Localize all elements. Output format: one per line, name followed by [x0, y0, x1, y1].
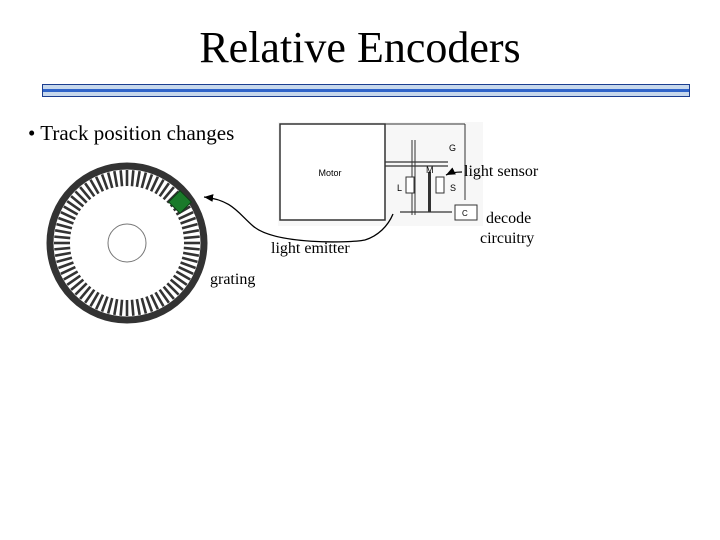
label-l: L — [397, 183, 402, 193]
grating-slot — [154, 291, 165, 307]
grating-slot — [54, 229, 72, 235]
motor-label: Motor — [318, 168, 341, 178]
grating-slot — [166, 282, 180, 296]
label-m: M — [426, 165, 434, 175]
grating-slot — [56, 222, 73, 230]
grating-slot — [169, 278, 184, 291]
grating-slot — [140, 172, 148, 189]
grating-slot — [63, 270, 79, 281]
slide-title: Relative Encoders — [199, 23, 521, 72]
grating-slot — [149, 294, 160, 310]
title-divider — [42, 84, 690, 97]
grating-slot — [162, 186, 175, 201]
grating-slot — [145, 296, 154, 313]
grating-slot — [54, 246, 71, 251]
motor-schematic: Motor G M L S C — [278, 122, 483, 226]
grating-slot — [113, 170, 119, 188]
grating-slot — [70, 278, 85, 291]
grating-slot — [60, 265, 76, 276]
bullet-item: • Track position changes — [28, 119, 234, 147]
grating-slot — [63, 205, 79, 216]
grating-slot — [162, 285, 175, 300]
grating-wheel — [46, 162, 208, 324]
wheel-hub — [107, 223, 147, 263]
grating-slot — [149, 176, 160, 192]
grating-slot — [175, 270, 191, 281]
grating-slot — [106, 172, 114, 189]
light-emitter-icon — [167, 189, 193, 215]
grating-slot — [60, 210, 76, 221]
grating-slot — [56, 256, 73, 264]
grating-slot — [100, 173, 109, 190]
grating-slot — [130, 170, 135, 187]
decode-circuitry-label: decode circuitry — [480, 209, 535, 249]
grating-slot — [119, 299, 124, 316]
grating-slot — [66, 200, 82, 212]
grating-slot — [100, 296, 109, 313]
grating-slot — [119, 170, 124, 187]
grating-slot — [140, 297, 148, 314]
light-sensor-arrow — [445, 167, 463, 176]
grating-slot — [181, 222, 198, 230]
grating-slot — [106, 297, 114, 314]
grating-slot — [89, 291, 100, 307]
label-c: C — [462, 209, 468, 218]
grating-slot — [135, 298, 141, 316]
grating-slot — [84, 288, 96, 304]
grating-slot — [183, 235, 200, 240]
motor-box — [279, 123, 386, 221]
grating-slot — [182, 251, 200, 257]
grating-slot — [182, 229, 200, 235]
label-g: G — [449, 143, 456, 153]
grating-slot — [130, 299, 135, 316]
grating-slot — [158, 182, 170, 198]
grating-slot — [94, 294, 105, 310]
grating-slot — [89, 179, 100, 195]
grating-slots — [54, 170, 200, 316]
grating-label: grating — [210, 271, 256, 288]
grating-slot — [145, 173, 154, 190]
grating-slot — [183, 246, 200, 251]
grating-slot — [57, 261, 74, 270]
grating-slot — [178, 265, 194, 276]
grating-slot — [113, 298, 119, 316]
grating-slot — [74, 190, 88, 204]
light-emitter-arrow — [203, 194, 366, 243]
grating-slot — [172, 274, 188, 286]
grating-slot — [74, 282, 88, 296]
grating-slot — [54, 251, 72, 257]
bullet-marker: • — [28, 121, 36, 145]
decode-chip — [454, 204, 478, 221]
grating-slot — [180, 216, 197, 225]
emitter-block — [405, 176, 415, 194]
grating-disk-edge — [428, 172, 431, 212]
light-emitter-label: light emitter — [271, 240, 350, 257]
light-emitter-arrow-right — [364, 213, 394, 241]
label-s: S — [450, 183, 456, 193]
grating-slot — [57, 216, 74, 225]
grating-slot — [79, 285, 92, 300]
grating-slot — [135, 170, 141, 188]
grating-slot — [66, 274, 82, 286]
grating-slot — [94, 176, 105, 192]
grating-slot — [181, 256, 198, 264]
grating-slot — [178, 210, 194, 221]
grating-slot — [158, 288, 170, 304]
grating-slot — [54, 235, 71, 240]
grating-slot — [154, 179, 165, 195]
grating-slot — [180, 261, 197, 270]
light-sensor-label: light sensor — [464, 163, 539, 180]
decode-label-line1: decode — [485, 210, 532, 227]
grating-slot — [84, 182, 96, 198]
sensor-block — [435, 176, 445, 194]
grating-slot — [79, 186, 92, 201]
bullet-text: Track position changes — [40, 121, 235, 145]
grating-slot — [70, 195, 85, 208]
decode-label-line2: circuitry — [480, 230, 535, 247]
